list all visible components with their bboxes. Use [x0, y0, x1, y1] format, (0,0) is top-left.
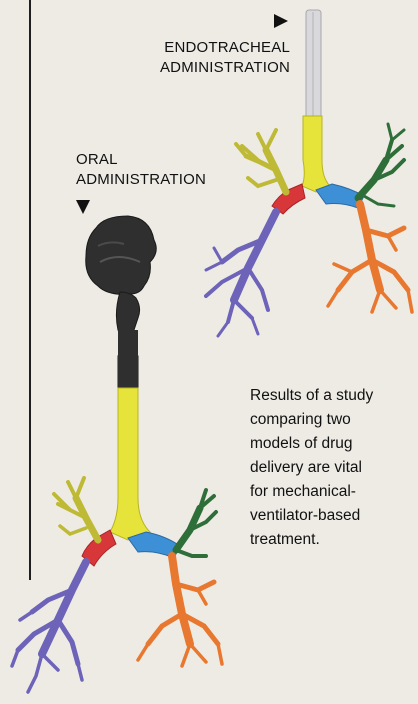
- oral-mouth-cavity: [86, 216, 157, 294]
- endotracheal-left-lower-branches: [328, 204, 412, 312]
- endotracheal-left-upper-branches: [358, 124, 404, 206]
- oral-right-upper-branches: [54, 478, 98, 540]
- oral-trachea: [110, 388, 150, 540]
- endotracheal-right-lower-branches: [206, 212, 276, 336]
- endotracheal-airway-model: [206, 10, 412, 336]
- caption-line: models of drug: [250, 432, 410, 456]
- caption-line: delivery are vital: [250, 456, 410, 480]
- oral-right-lower-branches: [12, 562, 86, 692]
- oral-left-upper-branches: [176, 490, 216, 556]
- caption-line: treatment.: [250, 528, 410, 552]
- endotracheal-right-upper-branches: [236, 130, 286, 192]
- caption-line: for mechanical-: [250, 480, 410, 504]
- oral-airway-model: [12, 216, 222, 692]
- caption-line: Results of a study: [250, 384, 410, 408]
- caption: Results of a study comparing two models …: [250, 384, 410, 552]
- endotracheal-trachea: [302, 116, 330, 192]
- caption-line: comparing two: [250, 408, 410, 432]
- caption-line: ventilator-based: [250, 504, 410, 528]
- oral-left-lower-branches: [138, 556, 222, 666]
